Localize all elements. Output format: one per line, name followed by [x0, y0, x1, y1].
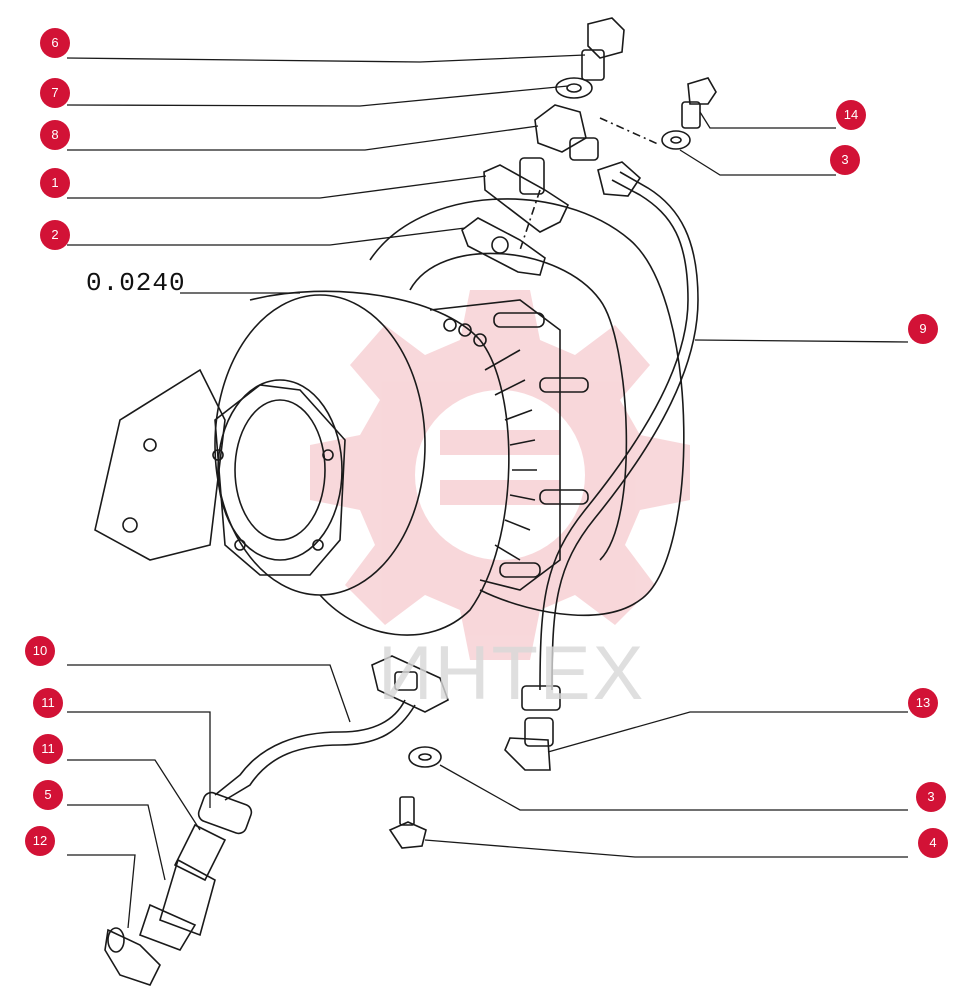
callout-11-lower[interactable]: 11 [33, 734, 63, 764]
callout-8[interactable]: 8 [40, 120, 70, 150]
callout-4[interactable]: 4 [918, 828, 948, 858]
callout-1[interactable]: 1 [40, 168, 70, 198]
leader-lines [66, 54, 909, 929]
callout-3-upper[interactable]: 3 [830, 145, 860, 175]
callout-7[interactable]: 7 [40, 78, 70, 108]
oil-return-pipe[interactable] [104, 655, 449, 986]
callout-5[interactable]: 5 [33, 780, 63, 810]
callout-11-upper[interactable]: 11 [33, 688, 63, 718]
callout-14[interactable]: 14 [836, 100, 866, 130]
upper-fittings[interactable] [461, 17, 717, 276]
watermark-gear-icon [310, 290, 690, 660]
oil-inlet-pipe[interactable] [521, 161, 699, 711]
turbocharger-housing [94, 198, 685, 636]
callout-2[interactable]: 2 [40, 220, 70, 250]
callout-6[interactable]: 6 [40, 28, 70, 58]
drawing-code-label: 0.0240 [86, 268, 186, 298]
callout-13[interactable]: 13 [908, 688, 938, 718]
watermark-text: ИНТЕХ [378, 631, 646, 716]
callout-9[interactable]: 9 [908, 314, 938, 344]
lower-fittings[interactable] [388, 717, 554, 849]
callout-3-lower[interactable]: 3 [916, 782, 946, 812]
callout-10[interactable]: 10 [25, 636, 55, 666]
callout-12[interactable]: 12 [25, 826, 55, 856]
